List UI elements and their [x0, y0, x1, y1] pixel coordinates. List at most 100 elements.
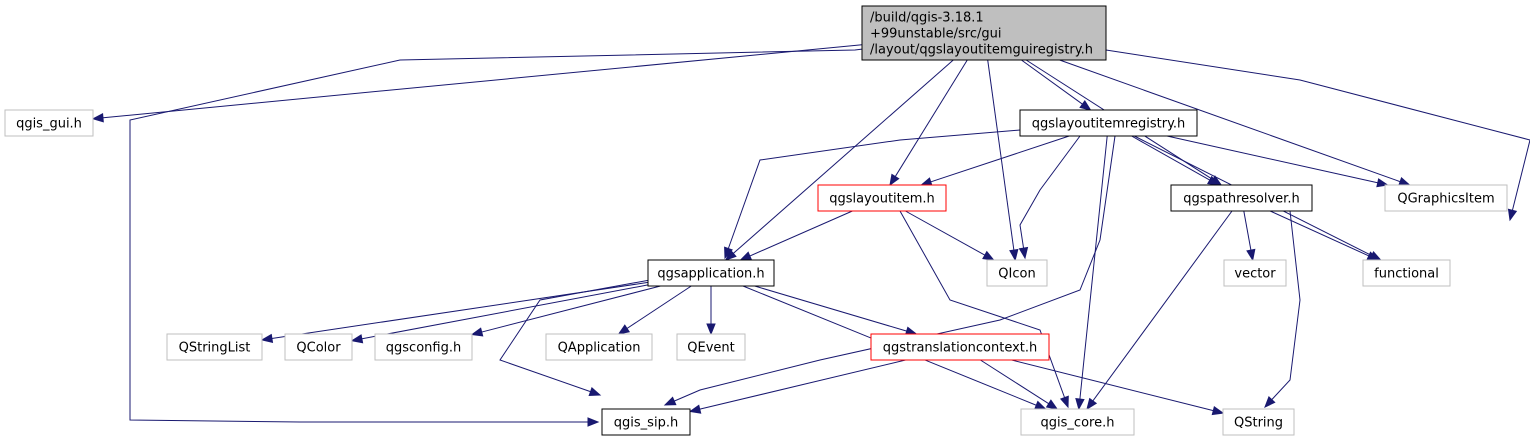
- edge-arrowhead: [706, 323, 716, 336]
- node-label: qgstranslationcontext.h: [883, 341, 1038, 356]
- edge-qgsapplication_h-to-QApplication: [617, 285, 692, 335]
- edge-arrowhead: [1246, 248, 1256, 262]
- edge-qgsapplication_h-to-qgstranslationcontext_h: [754, 285, 918, 336]
- node-label: qgis_core.h: [1041, 416, 1115, 431]
- edge-line: [1243, 210, 1252, 252]
- node-label: qgslayoutitemregistry.h: [1032, 117, 1186, 132]
- edge-line: [1079, 135, 1108, 401]
- edge-arrowhead: [1507, 208, 1518, 222]
- edge-root-to-functional: [1105, 49, 1530, 222]
- edge-arrowhead: [587, 417, 600, 427]
- edge-qgspathresolver_h-to-QString: [1264, 210, 1301, 408]
- edge-arrowhead: [91, 113, 104, 123]
- node-label: qgis_sip.h: [614, 416, 678, 431]
- node-qgstranslationcontext-h[interactable]: qgstranslationcontext.h: [870, 333, 1050, 361]
- node-qgslayoutitem-h[interactable]: qgslayoutitem.h: [817, 184, 947, 212]
- edge-qgslayoutitem_h-to-QIcon: [905, 210, 995, 261]
- edge-line: [987, 59, 1015, 252]
- edge-line: [1166, 135, 1379, 184]
- node-functional: functional: [1362, 259, 1451, 287]
- edge-line: [980, 359, 1050, 405]
- edge-arrowhead: [1045, 399, 1059, 410]
- edge-qgslayoutitem_h-to-qgis_core_h: [899, 210, 1069, 409]
- edge-line: [732, 59, 954, 255]
- edge-line: [101, 44, 863, 119]
- edge-qgslayoutitemregistry_h-to-qgsapplication_h: [724, 129, 1021, 260]
- node-qgsapplication-h[interactable]: qgsapplication.h: [647, 259, 775, 287]
- edge-line: [748, 210, 853, 257]
- edge-line: [1019, 135, 1081, 250]
- node-label: qgsapplication.h: [657, 267, 764, 282]
- edge-qgslayoutitemregistry_h-to-qgis_sip_h: [663, 135, 1116, 406]
- edge-line: [1059, 59, 1402, 183]
- edge-line: [698, 359, 906, 410]
- edge-line: [1269, 210, 1370, 257]
- edge-line: [129, 48, 863, 423]
- edge-arrowhead: [1018, 246, 1029, 260]
- edge-arrowhead: [1086, 397, 1098, 411]
- node-QGraphicsItem: QGraphicsItem: [1384, 184, 1508, 212]
- edge-qgsapplication_h-to-QStringList: [260, 281, 649, 344]
- node-box: [374, 333, 473, 361]
- edge-root-to-qgis_gui_h: [91, 44, 863, 123]
- node-box: [545, 333, 653, 361]
- edge-arrowhead: [1034, 400, 1047, 410]
- node-label: QColor: [296, 341, 341, 356]
- edge-qgslayoutitemregistry_h-to-qgis_core_h: [1075, 135, 1108, 411]
- edge-line: [894, 59, 968, 178]
- node-label: qgis_gui.h: [16, 117, 82, 132]
- edge-root-to-qgslayoutitemregistry_h: [1021, 59, 1092, 111]
- edge-qgspathresolver_h-to-functional: [1269, 210, 1380, 261]
- edge-line: [754, 285, 908, 332]
- node-qgis-sip-h[interactable]: qgis_sip.h: [601, 408, 691, 436]
- node-label: QGraphicsItem: [1397, 192, 1494, 207]
- edge-line: [1011, 359, 1215, 412]
- node-QEvent: QEvent: [676, 333, 746, 361]
- edge-line: [1021, 59, 1084, 106]
- edge-qgsapplication_h-to-qgsconfig_h: [470, 285, 661, 337]
- edge-arrowhead: [724, 249, 737, 261]
- edge-root-to-qgis_sip_h: [129, 48, 863, 427]
- edge-arrowhead: [1398, 177, 1411, 186]
- edge-qgspathresolver_h-to-vector: [1243, 210, 1256, 262]
- edge-arrowhead: [470, 327, 484, 337]
- edge-arrowhead: [588, 387, 602, 397]
- node-label: qgsconfig.h: [386, 341, 461, 356]
- edge-line: [1105, 49, 1530, 212]
- node-box: [817, 184, 947, 212]
- edge-line: [673, 135, 1116, 402]
- node-label: qgslayoutitem.h: [829, 192, 935, 207]
- node-label: /build/qgis-3.18.1: [870, 11, 984, 26]
- edge-root-to-qgslayoutitem_h: [889, 59, 968, 187]
- node-qgspathresolver-h[interactable]: qgspathresolver.h: [1170, 184, 1313, 212]
- node-box: [986, 259, 1048, 287]
- edge-line: [727, 129, 1021, 250]
- edge-arrowhead: [1264, 396, 1276, 408]
- edge-arrowhead: [1207, 175, 1220, 186]
- edge-qgstranslationcontext_h-to-QString: [1011, 359, 1225, 416]
- edge-arrowhead: [739, 251, 753, 261]
- edge-line: [1091, 210, 1233, 402]
- node-label: /layout/qgslayoutitemguiregistry.h: [870, 43, 1093, 58]
- edge-qgstranslationcontext_h-to-qgis_sip_h: [688, 359, 906, 414]
- node-box: [166, 333, 263, 361]
- node-box: [4, 109, 94, 137]
- nodes-layer: /build/qgis-3.18.1+99unstable/src/gui/la…: [4, 5, 1508, 436]
- node-qgslayoutitemregistry-h[interactable]: qgslayoutitemregistry.h: [1019, 109, 1198, 137]
- node-box: [1384, 184, 1508, 212]
- edge-arrowhead: [889, 173, 900, 187]
- node-box: [647, 259, 775, 287]
- edge-arrowhead: [724, 246, 733, 260]
- node-root[interactable]: /build/qgis-3.18.1+99unstable/src/gui/la…: [861, 5, 1107, 61]
- node-qgis-core-h: qgis_core.h: [1020, 408, 1135, 436]
- node-QStringList: QStringList: [166, 333, 263, 361]
- edge-arrowhead: [260, 333, 274, 344]
- node-QColor: QColor: [284, 333, 353, 361]
- node-label: functional: [1374, 267, 1439, 282]
- node-box: [284, 333, 353, 361]
- edge-line: [360, 284, 649, 340]
- edge-line: [1131, 135, 1211, 182]
- edge-arrowhead: [688, 404, 702, 414]
- edge-line: [929, 135, 1070, 183]
